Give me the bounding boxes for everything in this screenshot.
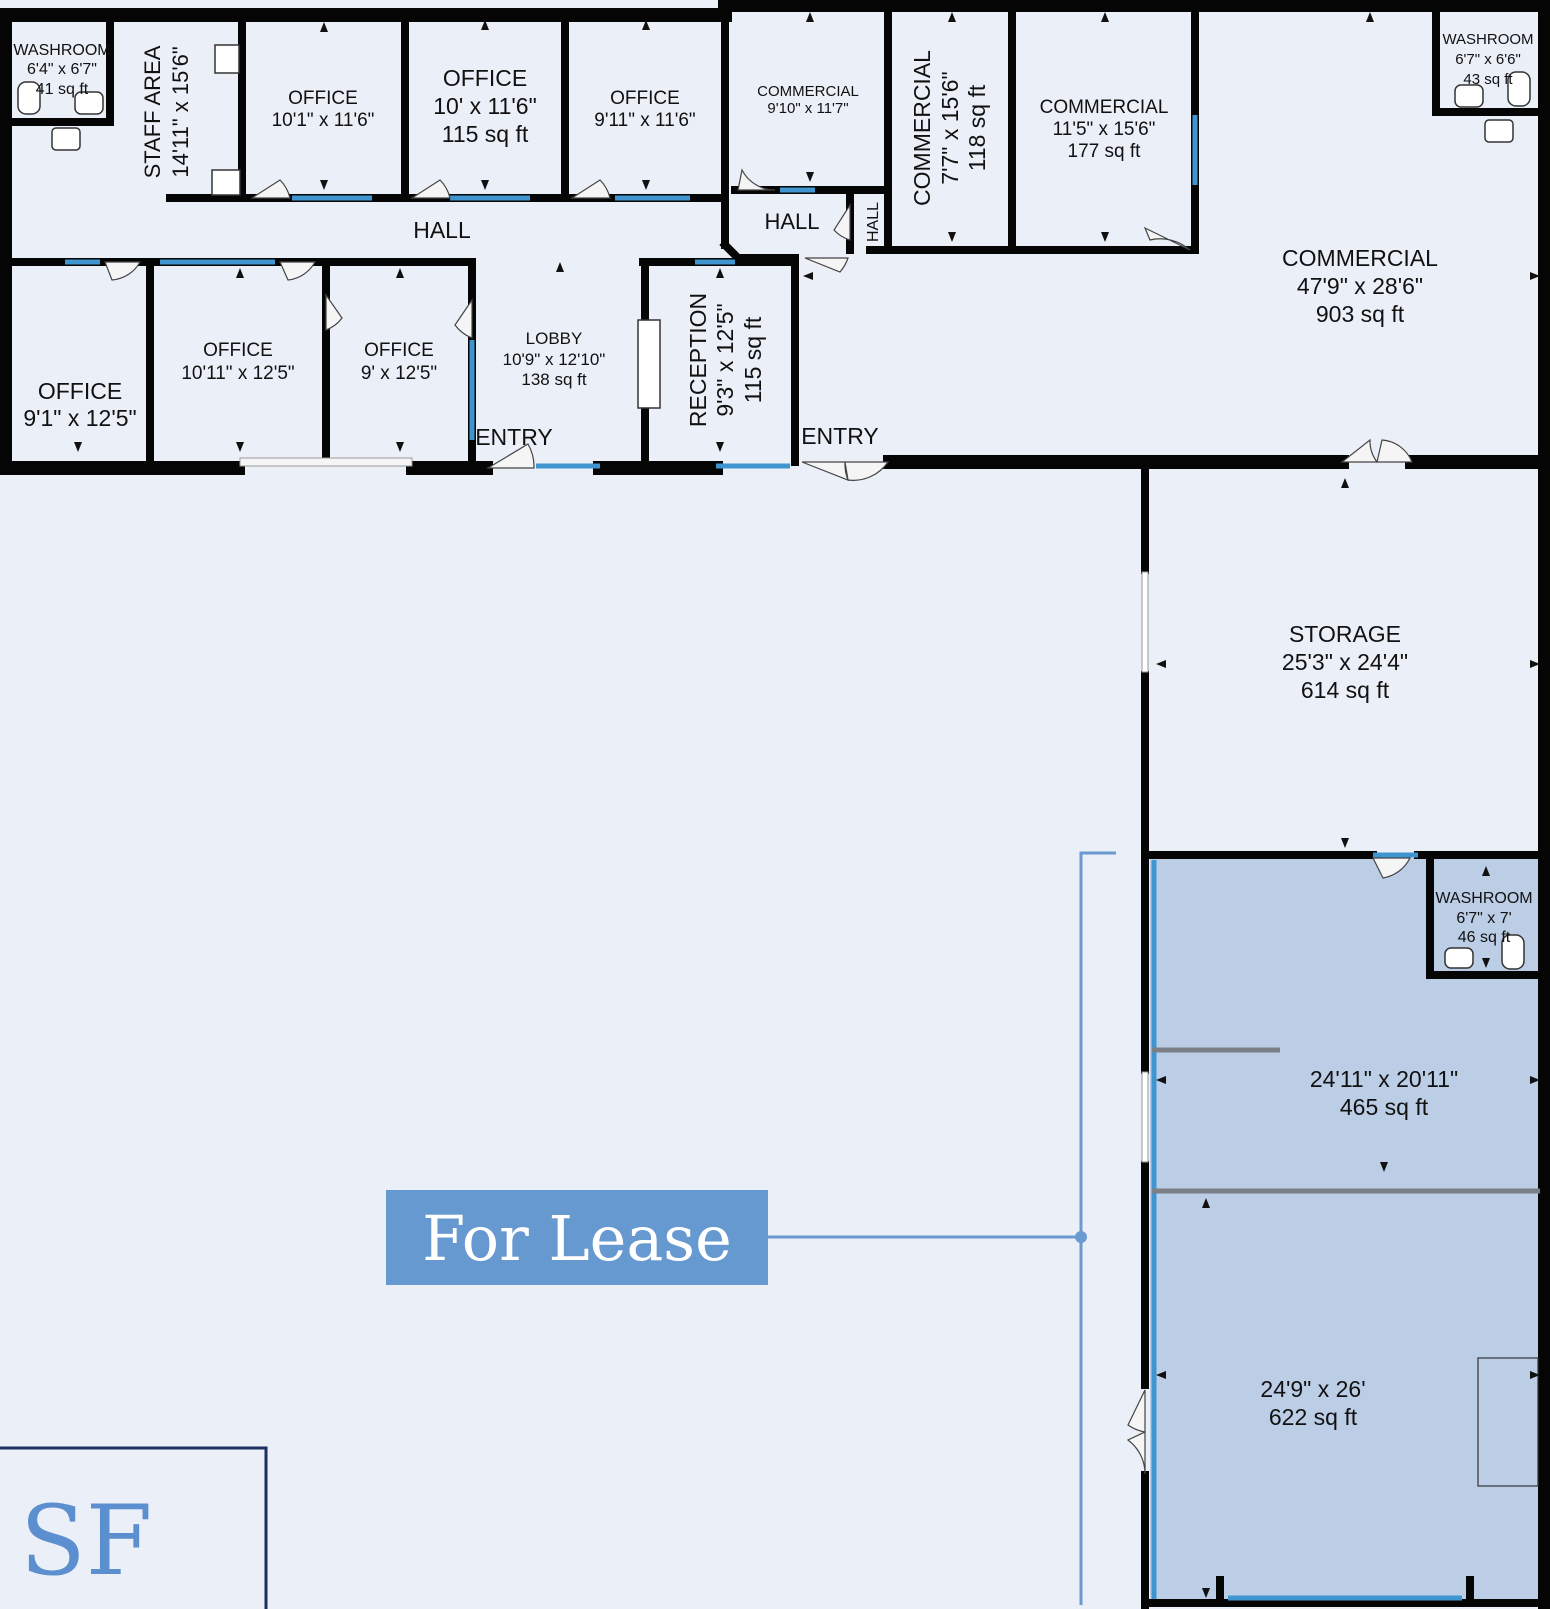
room-name: COMMERCIAL <box>1282 245 1438 271</box>
room-dims: 6'4" x 6'7" <box>27 61 97 78</box>
room-area: 622 sq ft <box>1269 1404 1358 1430</box>
room-label-entry-2: ENTRY <box>801 423 879 449</box>
room-dims: 10'11" x 12'5" <box>181 363 294 384</box>
room-name: STAFF AREA <box>140 45 165 178</box>
room-label-office-3: OFFICE 9'11" x 11'6" <box>594 88 695 131</box>
room-name: OFFICE <box>443 65 527 91</box>
room-area: 43 sq ft <box>1463 71 1513 88</box>
room-label-washroom-nw: WASHROOM 6'4" x 6'7" 41 sq ft <box>13 42 110 98</box>
room-label-washroom-ne: WASHROOM 6'7" x 6'6" 43 sq ft <box>1442 31 1533 88</box>
room-area: 177 sq ft <box>1068 141 1142 162</box>
lease-area <box>1150 858 1538 1606</box>
room-dims: 6'7" x 7' <box>1456 910 1511 927</box>
logo-text: SF <box>20 1485 152 1597</box>
room-area: 465 sq ft <box>1340 1094 1429 1120</box>
room-dims: 14'11" x 15'6" <box>168 46 193 177</box>
room-label-reception: RECEPTION 9'3" x 12'5" 115 sq ft <box>685 293 766 427</box>
room-label-staff: STAFF AREA 14'11" x 15'6" <box>140 45 193 178</box>
room-dims: 9'1" x 12'5" <box>23 405 136 431</box>
room-name: RECEPTION <box>685 293 711 427</box>
windows <box>65 115 1462 1601</box>
lease-callout <box>768 851 1116 1605</box>
room-area: 115 sq ft <box>442 121 529 147</box>
room-label-lobby: LOBBY 10'9" x 12'10" 138 sq ft <box>503 329 606 389</box>
sf-logo: SF <box>0 1446 268 1609</box>
appliance-icon <box>211 169 241 196</box>
room-name: STORAGE <box>1289 621 1401 647</box>
room-dims: 11'5" x 15'6" <box>1053 119 1156 140</box>
sink-icon <box>1444 947 1474 969</box>
room-dims: 24'9" x 26' <box>1260 1376 1365 1402</box>
room-label-hall-tiny: HALL <box>865 202 882 242</box>
room-dims: 9'11" x 11'6" <box>594 110 695 131</box>
room-name: WASHROOM <box>13 42 110 59</box>
room-label-commercial-b: COMMERCIAL 7'7" x 15'6" 118 sq ft <box>909 50 990 206</box>
room-dims: 6'7" x 6'6" <box>1455 51 1521 68</box>
sink-icon <box>74 91 104 115</box>
room-label-unit-b: 24'9" x 26' 622 sq ft <box>1260 1376 1365 1430</box>
room-name: OFFICE <box>610 88 680 109</box>
room-area: 903 sq ft <box>1316 301 1405 327</box>
for-lease-label: For Lease <box>422 1202 732 1275</box>
room-label-entry-1: ENTRY <box>475 424 553 450</box>
room-area: 118 sq ft <box>964 84 990 171</box>
dimension-arrows <box>74 12 1540 1598</box>
room-dims: 10'9" x 12'10" <box>503 350 606 369</box>
room-dims: 9' x 12'5" <box>361 363 437 384</box>
room-label-office-4: OFFICE 9'1" x 12'5" <box>23 378 136 431</box>
room-name: OFFICE <box>203 340 273 361</box>
room-label-office-2: OFFICE 10' x 11'6" 115 sq ft <box>433 65 536 147</box>
room-area: 46 sq ft <box>1458 929 1511 946</box>
room-area: 115 sq ft <box>740 316 766 403</box>
room-name: COMMERCIAL <box>757 83 859 100</box>
room-area: 41 sq ft <box>36 81 89 98</box>
room-area: 614 sq ft <box>1301 677 1390 703</box>
room-name: LOBBY <box>526 329 583 348</box>
room-dims: 10' x 11'6" <box>433 93 536 119</box>
room-dims: 25'3" x 24'4" <box>1282 649 1408 675</box>
toilet-icon <box>1501 934 1525 970</box>
room-name: OFFICE <box>38 378 122 404</box>
room-name: WASHROOM <box>1435 890 1532 907</box>
reception-desk <box>637 319 661 409</box>
room-name: OFFICE <box>288 88 358 109</box>
room-label-hall: HALL <box>413 217 471 243</box>
room-dims: 9'10" x 11'7" <box>767 100 848 117</box>
callout-dot <box>1075 1231 1087 1243</box>
fixtures <box>17 44 1531 970</box>
room-label-washroom-se: WASHROOM 6'7" x 7' 46 sq ft <box>1435 890 1532 946</box>
toilet-icon <box>1507 71 1531 107</box>
room-label-office-6: OFFICE 9' x 12'5" <box>361 340 437 384</box>
room-name: COMMERCIAL <box>1040 97 1169 118</box>
room-dims: 7'7" x 15'6" <box>937 71 963 184</box>
doors <box>104 168 1413 1475</box>
room-area: 138 sq ft <box>521 370 586 389</box>
range-icon <box>214 44 240 74</box>
toilet-icon <box>17 81 41 115</box>
room-label-commercial-main: COMMERCIAL 47'9" x 28'6" 903 sq ft <box>1282 245 1438 327</box>
room-name: WASHROOM <box>1442 31 1533 48</box>
sink-icon <box>51 127 81 151</box>
room-label-commercial-c: COMMERCIAL 11'5" x 15'6" 177 sq ft <box>1040 97 1169 162</box>
room-dims: 24'11" x 20'11" <box>1310 1066 1458 1092</box>
room-label-hall-small: HALL <box>764 209 819 234</box>
room-dims: 9'3" x 12'5" <box>712 303 738 416</box>
room-label-office-1: OFFICE 10'1" x 11'6" <box>272 88 375 131</box>
sink-icon <box>1484 119 1514 143</box>
room-dims: 47'9" x 28'6" <box>1297 273 1423 299</box>
counter <box>1477 1357 1539 1487</box>
room-label-unit-a: 24'11" x 20'11" 465 sq ft <box>1310 1066 1458 1120</box>
sink-icon <box>1454 84 1484 108</box>
room-label-storage: STORAGE 25'3" x 24'4" 614 sq ft <box>1282 621 1408 703</box>
room-name: COMMERCIAL <box>909 50 935 206</box>
for-lease-banner: For Lease <box>386 1190 768 1285</box>
room-label-office-5: OFFICE 10'11" x 12'5" <box>181 340 294 384</box>
room-dims: 10'1" x 11'6" <box>272 110 375 131</box>
room-name: OFFICE <box>364 340 434 361</box>
room-label-commercial-a: COMMERCIAL 9'10" x 11'7" <box>757 83 859 117</box>
